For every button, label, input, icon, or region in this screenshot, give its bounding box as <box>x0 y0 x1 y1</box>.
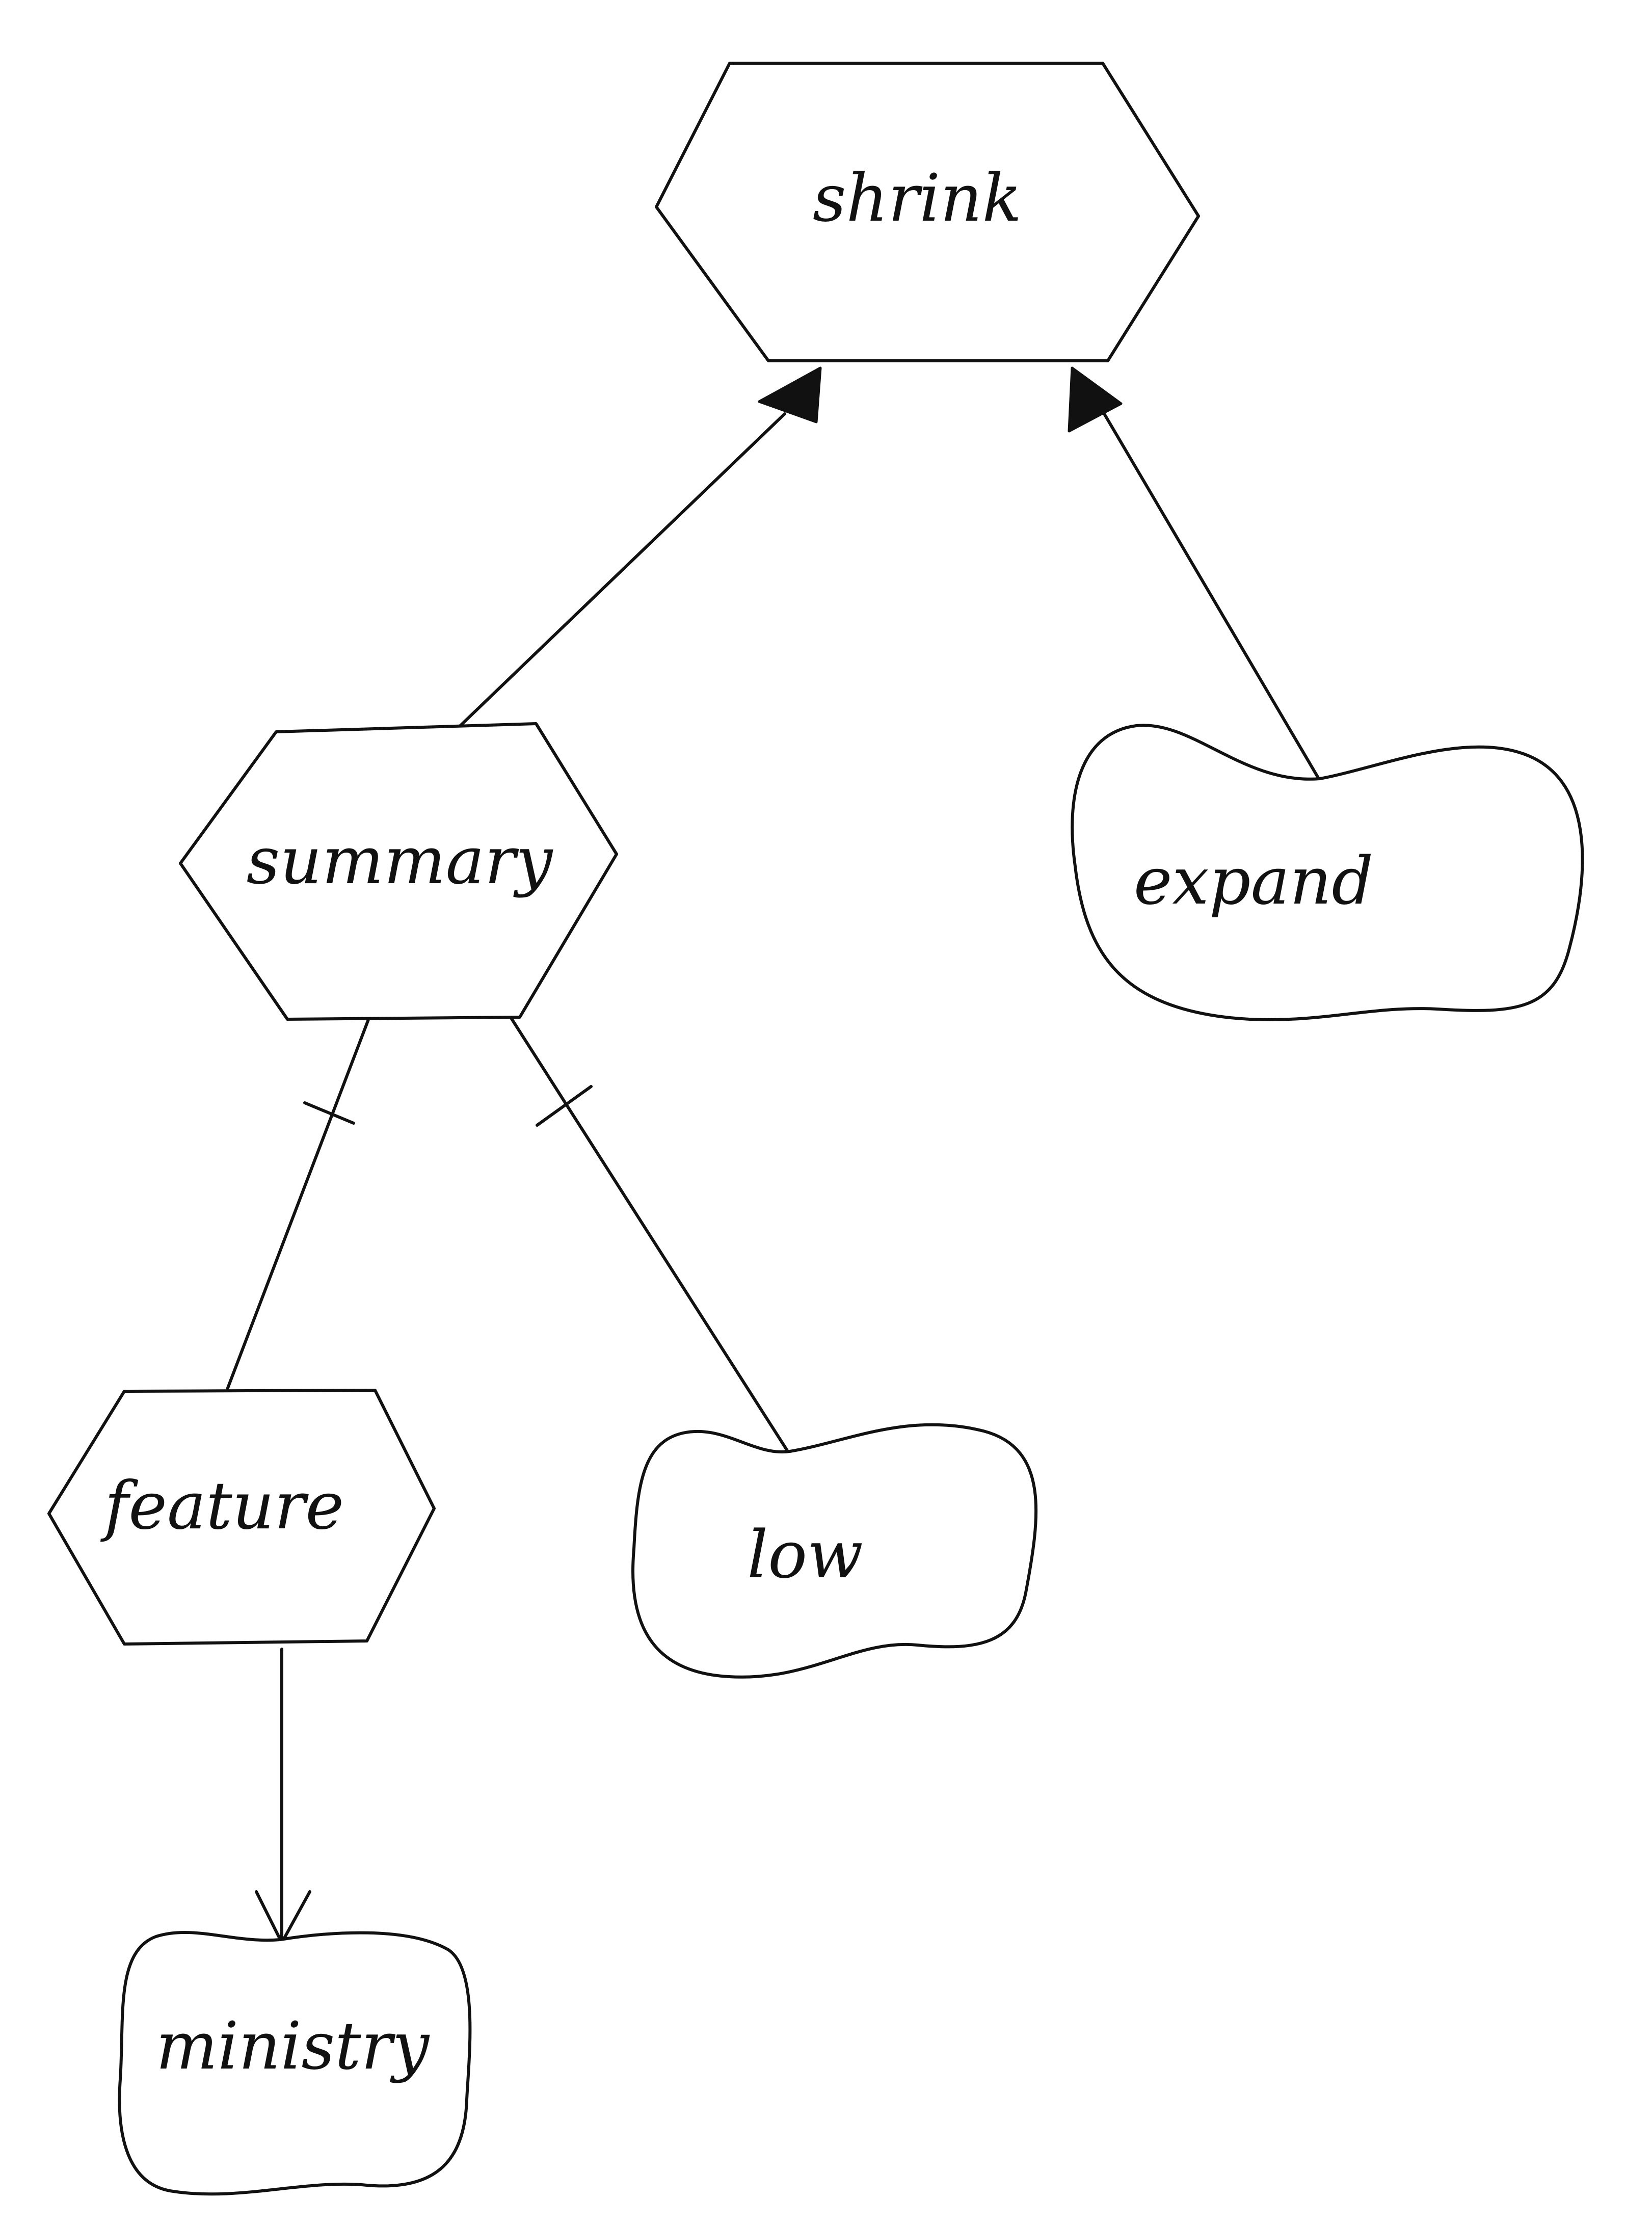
node-expand-shape <box>1071 724 1584 1021</box>
node-expand-label: expand <box>1134 843 1374 919</box>
node-ministry-label: ministry <box>156 2008 430 2084</box>
node-feature-label: feature <box>100 1468 344 1544</box>
node-low[interactable]: low <box>631 1423 1038 1679</box>
edge-expand-shrink-arrowhead <box>1068 366 1123 433</box>
node-shrink[interactable]: shrink <box>655 62 1200 362</box>
node-feature-shape <box>47 1389 436 1646</box>
edge-summary-low <box>509 1016 789 1453</box>
node-summary-label: summary <box>247 823 553 899</box>
edge-summary-shrink-arrowhead <box>758 366 822 423</box>
node-low-label: low <box>747 1517 863 1593</box>
node-feature[interactable]: feature <box>47 1389 436 1646</box>
edge-summary-feature <box>224 1017 370 1395</box>
edge-expand-shrink <box>1099 406 1320 780</box>
edge-summary-shrink <box>456 412 786 730</box>
node-shrink-label: shrink <box>813 161 1022 236</box>
edge-summary-low-tick <box>536 1085 593 1127</box>
nodes: shrink summary expand feature low minist… <box>47 62 1584 2196</box>
node-ministry[interactable]: ministry <box>118 1930 472 2196</box>
node-expand[interactable]: expand <box>1071 724 1584 1021</box>
node-summary-shape <box>179 722 618 1021</box>
node-ministry-shape <box>118 1930 472 2196</box>
edge-summary-feature-tick <box>303 1101 355 1125</box>
node-low-shape <box>631 1423 1038 1679</box>
node-summary[interactable]: summary <box>179 722 618 1021</box>
edges <box>224 366 1320 1944</box>
node-shrink-shape <box>655 62 1200 362</box>
